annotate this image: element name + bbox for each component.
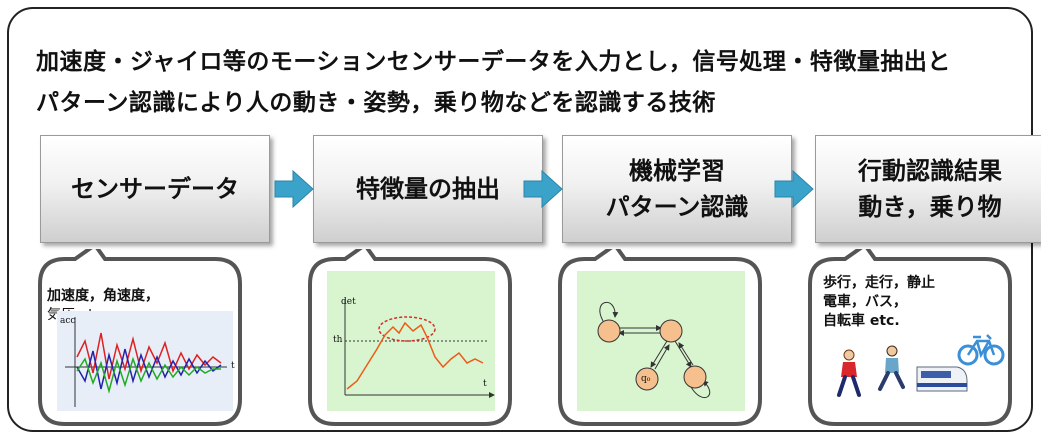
- title-line-1: 加速度・ジャイロ等のモーションセンサーデータを入力とし，信号処理・特徴量抽出と: [36, 49, 951, 75]
- stage-sensor-data-label: センサーデータ: [71, 175, 239, 203]
- callout-feature-extraction: det t th: [305, 249, 515, 429]
- state-node-label: q₀: [641, 374, 651, 384]
- sensor-y-axis-label: acc: [60, 316, 76, 326]
- sensor-signal-panel: [57, 311, 233, 411]
- flow-arrow-icon: [774, 169, 814, 209]
- feature-y-axis-label: det: [341, 297, 356, 307]
- stage-sensor-data: センサーデータ: [40, 135, 270, 243]
- flow-arrow-icon: [274, 169, 314, 209]
- stage-machine-learning-label-2: パターン認識: [605, 193, 749, 221]
- sensor-types-line-1: 加速度，角速度，: [47, 288, 159, 304]
- result-line-1: 歩行，走行，静止: [823, 275, 935, 291]
- running-person-icon: [878, 345, 905, 391]
- sensor-signal-plot: [65, 317, 227, 407]
- feature-plot-panel: [327, 271, 495, 411]
- flow-arrow-icon: [523, 169, 563, 209]
- stage-recognition-result: 行動認識結果 動き，乗り物: [815, 135, 1041, 243]
- stage-machine-learning-label-1: 機械学習: [629, 157, 725, 185]
- train-icon: [916, 366, 968, 392]
- state-model-panel: [577, 271, 745, 411]
- stage-feature-extraction-label: 特徴量の抽出: [356, 175, 500, 203]
- feature-x-axis-label: t: [483, 379, 487, 389]
- bicycle-icon: [957, 334, 1005, 366]
- callout-sensor-data: 加速度，角速度， 気圧 etc. acc t: [35, 249, 245, 429]
- result-line-3: 自転車 etc.: [823, 313, 900, 329]
- stage-feature-extraction: 特徴量の抽出: [313, 135, 543, 243]
- walking-person-icon: [837, 349, 861, 397]
- feature-threshold-label: th: [333, 335, 343, 345]
- state-transition-diagram: [597, 301, 711, 398]
- stage-recognition-result-label-1: 行動認識結果: [858, 157, 1002, 185]
- stage-machine-learning: 機械学習 パターン認識: [562, 135, 792, 243]
- callout-recognition-result: 歩行，走行，静止 電車，バス， 自転車 etc.: [805, 249, 1015, 429]
- result-line-2: 電車，バス，: [823, 294, 907, 310]
- sensor-x-axis-label: t: [231, 361, 235, 371]
- stage-recognition-result-label-2: 動き，乗り物: [858, 193, 1002, 221]
- title-line-2: パターン認識により人の動き・姿勢，乗り物などを認識する技術: [36, 90, 716, 116]
- feature-threshold-plot: [344, 299, 495, 398]
- callout-machine-learning: q₀: [555, 249, 765, 429]
